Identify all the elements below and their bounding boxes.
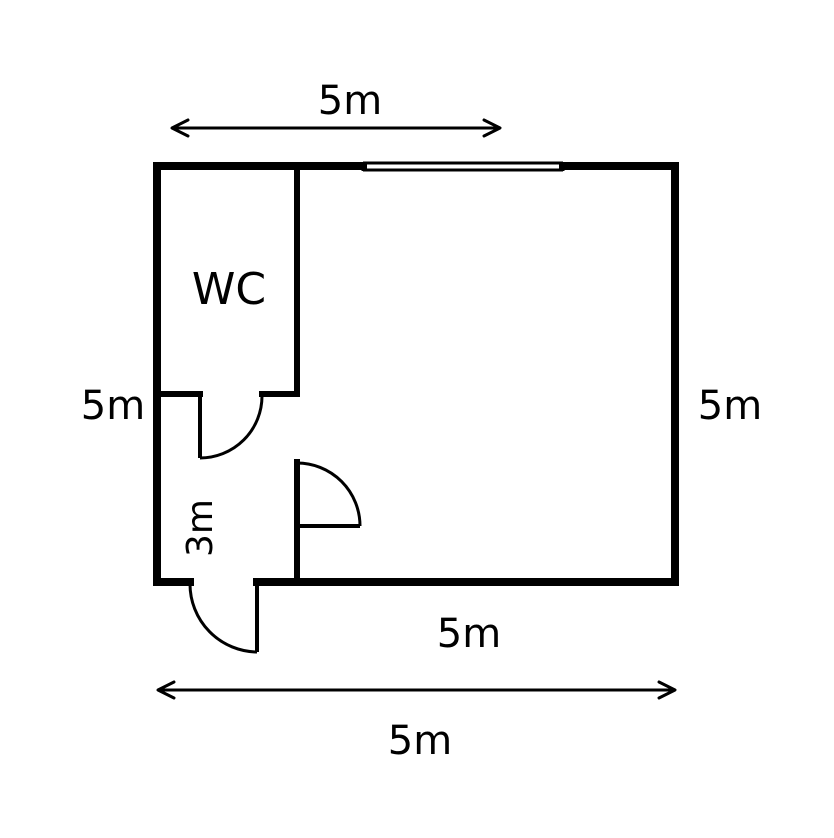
wc-door <box>198 394 264 460</box>
left-dimension-label: 5m <box>81 383 145 429</box>
right-dimension-label: 5m <box>698 383 762 429</box>
room-door <box>296 461 362 528</box>
exterior-walls <box>153 162 679 586</box>
hall-dimension-label: 3m <box>180 499 221 557</box>
bottom-inner-dimension-label: 5m <box>437 611 501 657</box>
wc-label: WC <box>192 264 266 315</box>
bottom-outer-dimension-label: 5m <box>388 718 452 764</box>
interior-walls <box>154 163 300 585</box>
top-dimension-label: 5m <box>318 78 382 124</box>
window <box>361 161 565 172</box>
entrance-door <box>188 582 259 654</box>
